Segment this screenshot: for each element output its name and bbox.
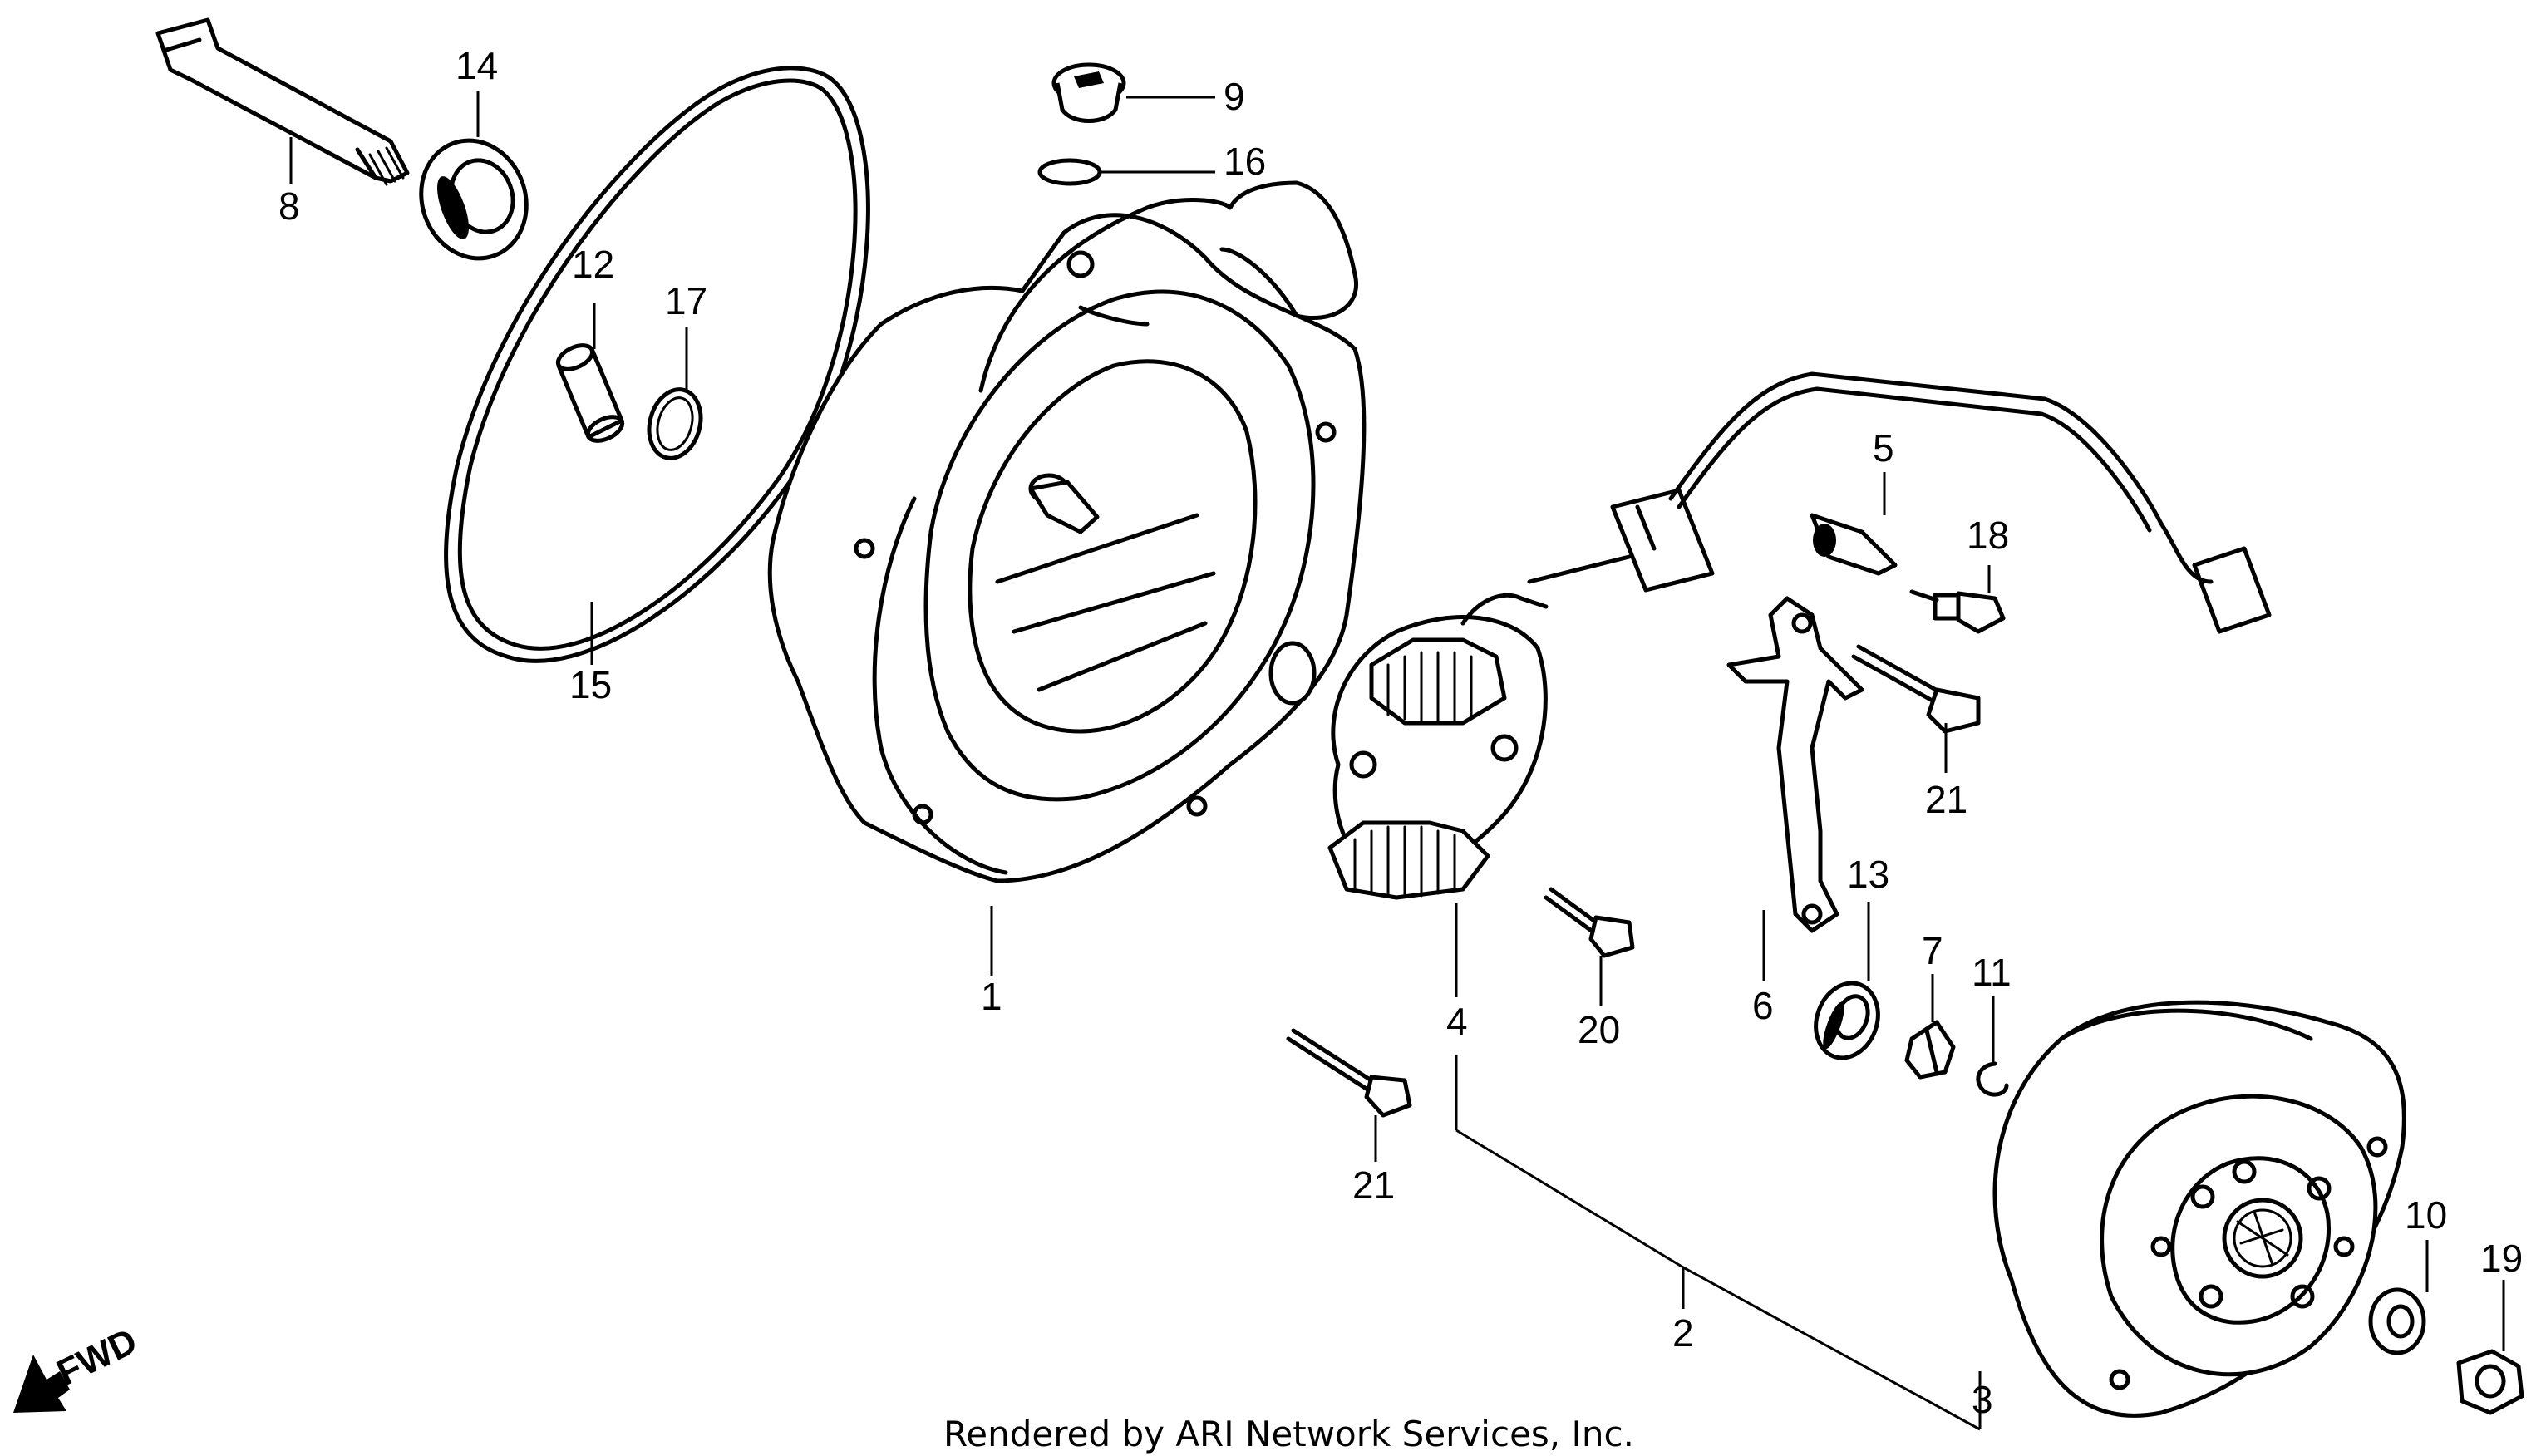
part-21-bolt-upper[interactable] bbox=[1851, 644, 1981, 734]
label-20: 20 bbox=[1578, 1008, 1620, 1051]
label-8: 8 bbox=[278, 184, 300, 228]
footer-credit: Rendered by ARI Network Services, Inc. bbox=[943, 1414, 1634, 1454]
label-19: 19 bbox=[2480, 1237, 2523, 1280]
label-18: 18 bbox=[1967, 514, 2009, 557]
label-21-upper: 21 bbox=[1925, 778, 1967, 821]
fwd-label: FWD bbox=[51, 1321, 144, 1394]
label-5: 5 bbox=[1873, 426, 1894, 470]
part-8-shaft[interactable] bbox=[155, 17, 410, 186]
label-11: 11 bbox=[1972, 951, 2012, 994]
label-16: 16 bbox=[1224, 140, 1266, 183]
part-7-key[interactable] bbox=[1904, 1020, 1956, 1080]
part-6-bracket[interactable] bbox=[1726, 596, 1864, 933]
part-19-nut[interactable] bbox=[2456, 1349, 2524, 1415]
part-3-flywheel[interactable] bbox=[1992, 1000, 2406, 1418]
label-1: 1 bbox=[981, 975, 1002, 1018]
part-12-dowel-pin[interactable] bbox=[554, 341, 626, 445]
part-4-stator[interactable] bbox=[1327, 371, 2272, 900]
label-3: 3 bbox=[1972, 1378, 1993, 1421]
part-labels: 8 14 12 17 15 9 16 1 4 5 18 21 6 13 7 11… bbox=[278, 44, 2523, 1421]
part-18-bolt[interactable] bbox=[1909, 589, 2006, 634]
label-21-lower: 21 bbox=[1352, 1163, 1395, 1207]
part-10-washer[interactable] bbox=[2368, 1287, 2426, 1355]
label-13: 13 bbox=[1847, 853, 1889, 896]
part-5-clamp[interactable] bbox=[1810, 513, 1898, 576]
part-1-crankcase-cover[interactable] bbox=[767, 180, 1367, 883]
leader-lines bbox=[289, 91, 2505, 1431]
part-13-bearing[interactable] bbox=[1805, 974, 1888, 1066]
part-9-cap[interactable] bbox=[1051, 62, 1126, 123]
part-20-bolt[interactable] bbox=[1544, 887, 1635, 958]
label-17: 17 bbox=[665, 279, 707, 322]
label-7: 7 bbox=[1922, 929, 1943, 972]
label-14: 14 bbox=[456, 44, 498, 87]
part-21-bolt-lower[interactable] bbox=[1286, 1028, 1412, 1118]
label-10: 10 bbox=[2405, 1193, 2447, 1237]
part-14-oil-seal[interactable] bbox=[405, 125, 543, 273]
label-6: 6 bbox=[1752, 984, 1774, 1027]
part-11-clip[interactable] bbox=[1976, 1061, 2009, 1097]
part-17-o-ring[interactable] bbox=[642, 384, 708, 465]
part-16-o-ring[interactable] bbox=[1037, 158, 1102, 186]
label-4: 4 bbox=[1446, 1000, 1468, 1043]
label-9: 9 bbox=[1224, 75, 1245, 118]
label-2: 2 bbox=[1672, 1311, 1694, 1355]
label-12: 12 bbox=[572, 243, 614, 286]
part-15-gasket[interactable] bbox=[444, 66, 870, 663]
label-15: 15 bbox=[569, 663, 612, 706]
fwd-arrow: FWD bbox=[13, 1321, 143, 1413]
